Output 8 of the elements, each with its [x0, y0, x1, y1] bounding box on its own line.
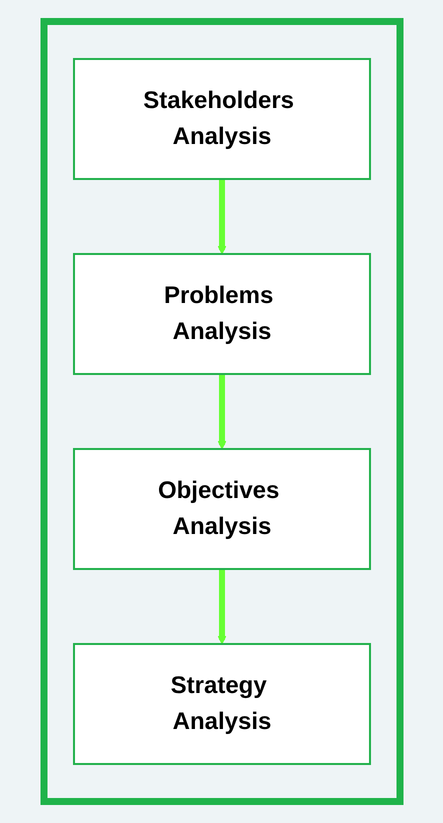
arrow — [217, 374, 226, 450]
node-box: Objectives Analysis — [72, 448, 370, 570]
arrow — [217, 179, 226, 254]
node-box: Strategy Analysis — [72, 643, 370, 765]
node-box: Problems Analysis — [72, 253, 370, 375]
arrow — [217, 569, 226, 644]
node-box: Stakeholders Analysis — [72, 58, 370, 180]
cluster — [40, 18, 403, 805]
